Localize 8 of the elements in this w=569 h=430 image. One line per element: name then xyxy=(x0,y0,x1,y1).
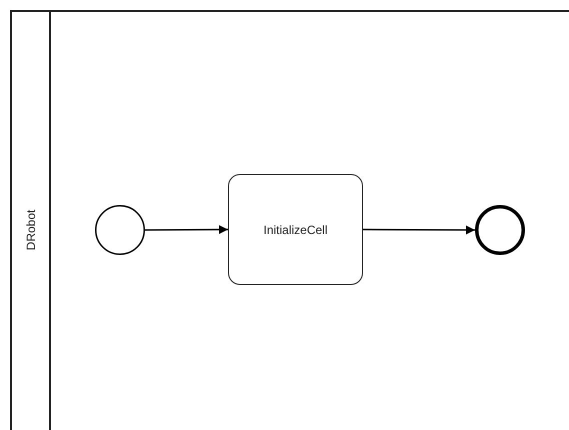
pool-label: DRobot xyxy=(22,210,38,250)
task-box xyxy=(228,174,363,285)
task-label: InitializeCell xyxy=(263,222,328,238)
sequence-flow-arrow xyxy=(363,225,475,234)
start-event-circle xyxy=(95,205,145,255)
end-event-circle xyxy=(475,205,525,255)
sequence-flow-arrow xyxy=(145,225,228,234)
pool xyxy=(10,10,569,430)
